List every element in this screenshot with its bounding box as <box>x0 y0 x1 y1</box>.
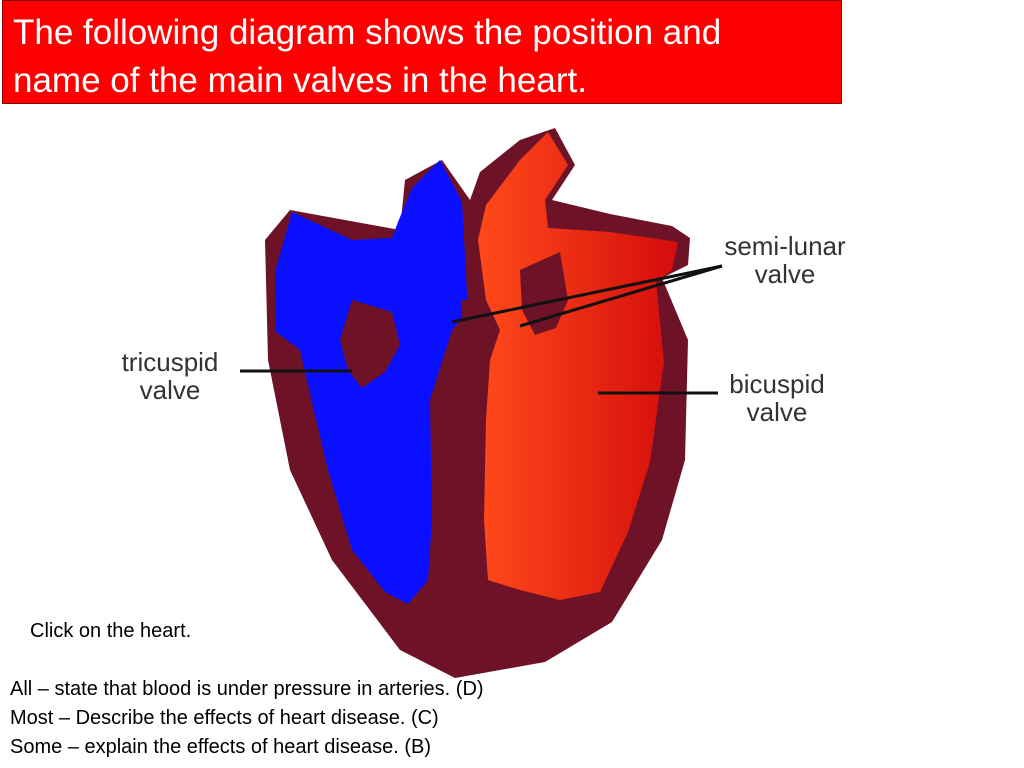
objective-all: All – state that blood is under pressure… <box>10 678 484 700</box>
click-instruction: Click on the heart. <box>30 620 192 642</box>
objective-most: Most – Describe the effects of heart dis… <box>10 707 439 729</box>
objective-some: Some – explain the effects of heart dise… <box>10 736 431 758</box>
right-heart-chambers[interactable] <box>275 160 468 604</box>
semilunar-pointer-right <box>519 264 723 328</box>
learning-objectives: All – state that blood is under pressure… <box>10 675 484 762</box>
bicuspid-valve-label: bicuspid valve <box>729 369 825 427</box>
left-heart-chambers[interactable] <box>478 132 678 600</box>
slide-title-banner: The following diagram shows the position… <box>2 0 842 104</box>
slide-title: The following diagram shows the position… <box>13 13 722 100</box>
tricuspid-valve-label: tricuspid valve <box>121 347 219 405</box>
semilunar-valve-label: semi-lunar valve <box>724 231 846 289</box>
right-chamber-divider <box>340 300 400 388</box>
semilunar-pointer-left <box>451 264 723 324</box>
septum <box>458 300 482 660</box>
